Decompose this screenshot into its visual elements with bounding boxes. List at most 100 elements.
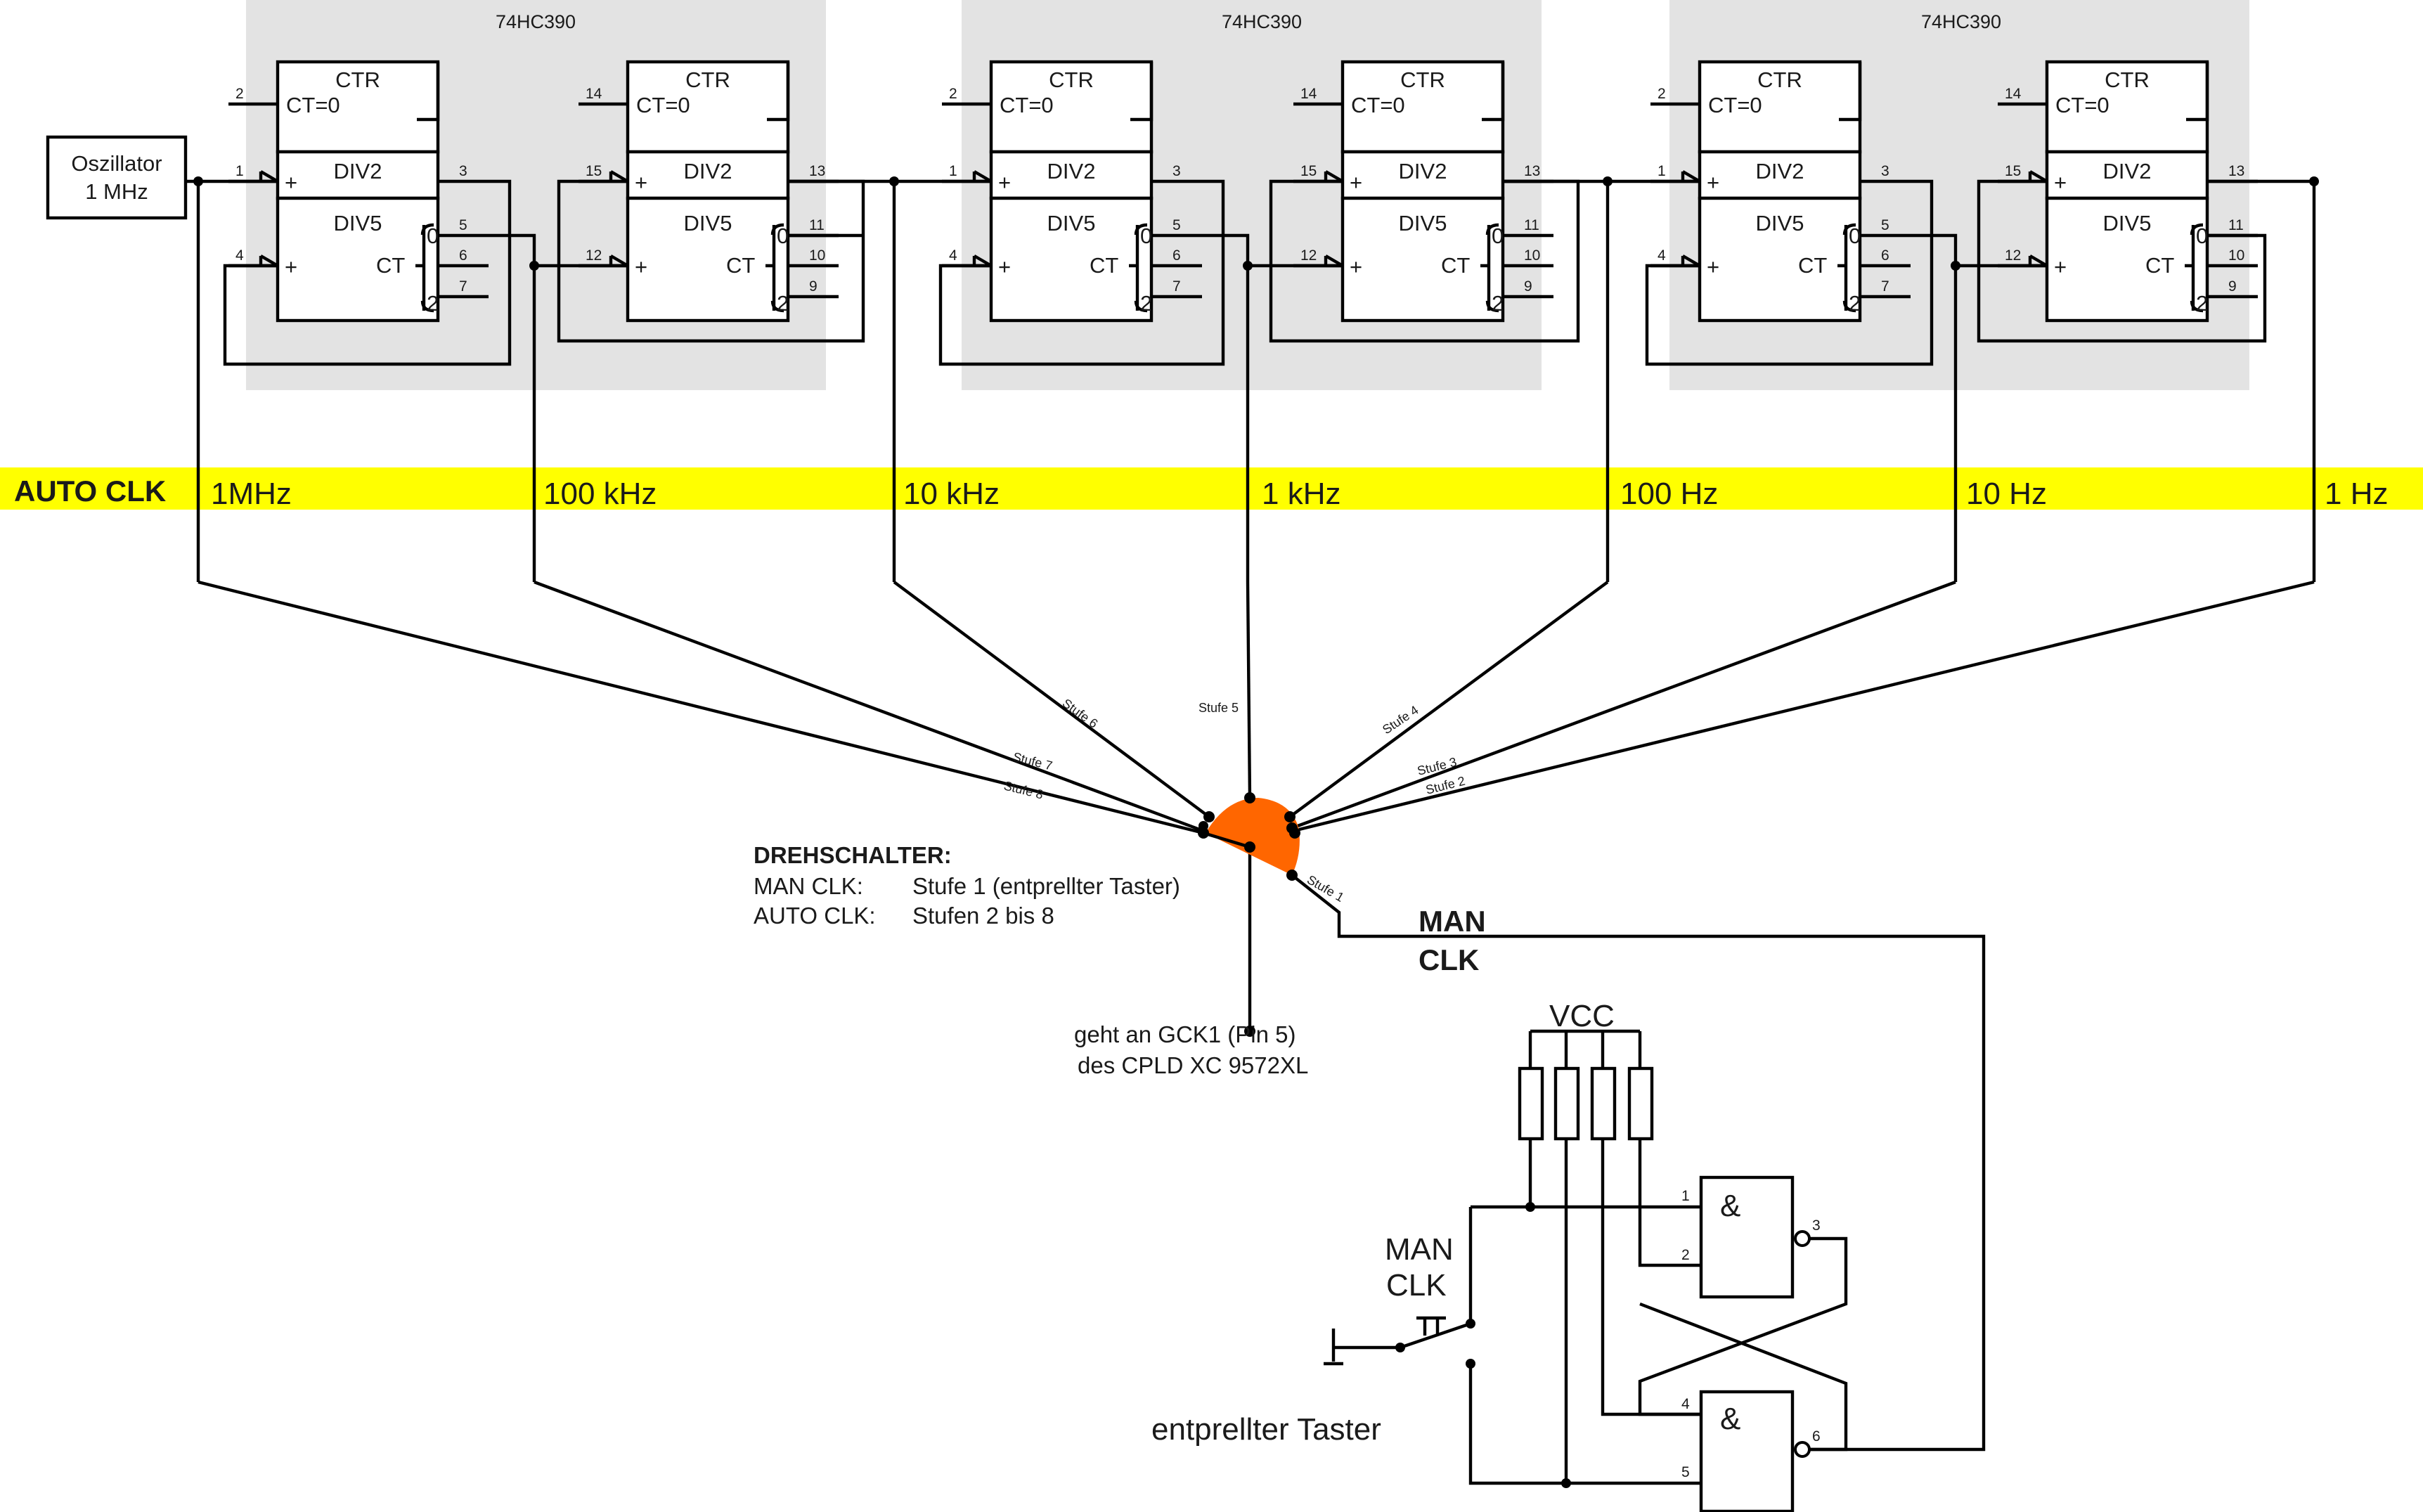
- freq-10hz: 10 Hz: [1966, 477, 2047, 511]
- div2-box: [626, 150, 790, 200]
- counter-chain-wiring: [186, 176, 2319, 582]
- pin-q2: 13: [1524, 163, 1540, 179]
- resistor-2: [1553, 1066, 1580, 1141]
- man-clk-bus-line1: MAN: [1419, 905, 1486, 938]
- q2-label: 2: [427, 291, 439, 316]
- q2-label: 2: [1140, 291, 1152, 316]
- pin-q5-2: 7: [1881, 278, 1889, 295]
- stufe-lines: [198, 580, 2315, 1452]
- ctr-label: CTR: [1757, 67, 1802, 92]
- plus-div5: +: [2054, 254, 2067, 279]
- pin-q5-2: 9: [809, 278, 818, 295]
- pin-q5-2: 7: [1172, 278, 1181, 295]
- ct-label: CT: [1441, 253, 1470, 278]
- pin-clk2: 15: [2005, 163, 2021, 179]
- ct-zero-label: CT=0: [2055, 93, 2109, 117]
- oscillator-label-line2: 1 MHz: [85, 179, 148, 204]
- nand-2-pin-6: 6: [1812, 1428, 1821, 1445]
- pin-clk5: 12: [586, 247, 602, 264]
- resistor-3: [1590, 1066, 1617, 1141]
- pin-clk2: 15: [586, 163, 602, 179]
- button-label-line2: CLK: [1386, 1268, 1447, 1303]
- ct-label: CT: [1090, 253, 1118, 278]
- pin-q5-0: 11: [2228, 217, 2244, 233]
- drehschalter-auto-key: AUTO CLK:: [754, 903, 876, 929]
- nand-gate-2: [1699, 1390, 1795, 1512]
- ct-zero-label: CT=0: [286, 93, 340, 117]
- rotary-switch[interactable]: [1206, 798, 1300, 875]
- freq-10khz: 10 kHz: [903, 477, 1000, 511]
- stufe-7-label: Stufe 7: [1012, 749, 1054, 773]
- div5-label: DIV5: [684, 211, 732, 235]
- plus-div5: +: [1707, 254, 1719, 279]
- stufe-8-label: Stufe 8: [1002, 778, 1045, 801]
- plus-div5: +: [285, 254, 297, 279]
- drehschalter-man-key: MAN CLK:: [754, 873, 863, 899]
- chip-label-3: 74HC390: [1921, 11, 2001, 32]
- pin-q5-1: 10: [2228, 247, 2244, 264]
- ct-label: CT: [726, 253, 755, 278]
- div5-box: [1698, 196, 1862, 323]
- ctr-label: CTR: [1049, 67, 1094, 92]
- nand-2-pin-5: 5: [1681, 1464, 1690, 1480]
- ctr-label: CTR: [685, 67, 730, 92]
- pin-q5-0: 5: [1172, 217, 1181, 233]
- pin-clr: 14: [2005, 86, 2022, 102]
- pin-q5-2: 7: [459, 278, 467, 295]
- pin-clk2: 1: [949, 163, 957, 179]
- pin-q5-2: 9: [2228, 278, 2237, 295]
- div2-box: [276, 150, 440, 200]
- ct-zero-label: CT=0: [1351, 93, 1405, 117]
- stufe-6-label: Stufe 6: [1060, 696, 1101, 731]
- ctr-box: [1698, 60, 1862, 154]
- div5-label: DIV5: [1047, 211, 1096, 235]
- nand-gate-1-bubble: [1794, 1230, 1811, 1247]
- pin-q2: 3: [459, 163, 467, 179]
- pin-clk2: 1: [235, 163, 244, 179]
- pin-clk2: 1: [1658, 163, 1666, 179]
- q0-label: 0: [427, 224, 439, 248]
- q2-label: 2: [777, 291, 789, 316]
- ctr-box: [626, 60, 790, 154]
- nand-gate-2-symbol: &: [1720, 1402, 1740, 1436]
- plus-div2: +: [998, 170, 1011, 195]
- pin-q5-0: 5: [1881, 217, 1889, 233]
- plus-div5: +: [1350, 254, 1362, 279]
- ctr-label: CTR: [2105, 67, 2150, 92]
- nand-gate-1-symbol: &: [1720, 1189, 1740, 1223]
- plus-div2: +: [285, 170, 297, 195]
- div5-label: DIV5: [2103, 211, 2152, 235]
- pin-clr: 2: [235, 86, 244, 102]
- freq-1hz: 1 Hz: [2325, 477, 2388, 511]
- freq-100khz: 100 kHz: [543, 477, 657, 511]
- debounce-wiring: [1468, 1139, 1848, 1488]
- drehschalter-auto-val: Stufen 2 bis 8: [912, 903, 1054, 929]
- plus-div2: +: [1707, 170, 1719, 195]
- q0-label: 0: [2196, 224, 2208, 248]
- man-clk-button[interactable]: [1324, 1316, 1475, 1369]
- ct-label: CT: [1798, 253, 1827, 278]
- pin-clk2: 15: [1300, 163, 1317, 179]
- output-note-line1: geht an GCK1 (Pin 5): [1074, 1021, 1296, 1047]
- pin-q2: 13: [2228, 163, 2244, 179]
- nand-1-pin-3: 3: [1812, 1217, 1821, 1234]
- div5-box: [2045, 196, 2209, 323]
- div5-box: [276, 196, 440, 323]
- pin-clr: 14: [1300, 86, 1317, 102]
- pin-q5-1: 6: [1172, 247, 1181, 264]
- div2-box: [1698, 150, 1862, 200]
- auto-clk-band: [0, 467, 2423, 510]
- div2-label: DIV2: [1399, 159, 1447, 183]
- plus-div2: +: [1350, 170, 1362, 195]
- plus-div2: +: [2054, 170, 2067, 195]
- pin-clr: 14: [586, 86, 602, 102]
- div5-box: [1340, 196, 1505, 323]
- nand-gate-2-bubble: [1794, 1441, 1811, 1458]
- pin-q5-1: 10: [1524, 247, 1540, 264]
- pin-q2: 13: [809, 163, 825, 179]
- freq-1mhz: 1MHz: [211, 477, 292, 511]
- freq-1khz: 1 kHz: [1262, 477, 1340, 511]
